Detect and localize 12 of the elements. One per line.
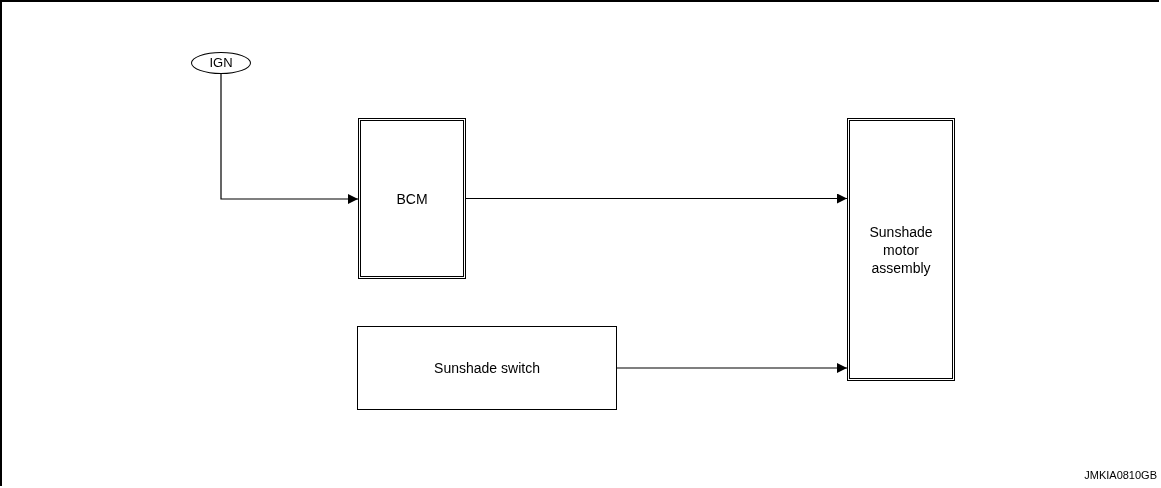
- arrow: [220, 73, 359, 204]
- figure-code: JMKIA0810GB: [1084, 469, 1157, 481]
- switch-box: [357, 326, 617, 410]
- node-label: BCM: [396, 189, 428, 208]
- node-label: IGN: [209, 54, 233, 72]
- node-label: Sunshade switch: [434, 359, 540, 377]
- arrow: [465, 193, 848, 204]
- node-label: Sunshade motor assembly: [868, 222, 934, 277]
- arrow: [616, 363, 848, 373]
- module-box: [358, 118, 466, 279]
- terminal-oval: [191, 52, 251, 74]
- module-box: [847, 118, 955, 381]
